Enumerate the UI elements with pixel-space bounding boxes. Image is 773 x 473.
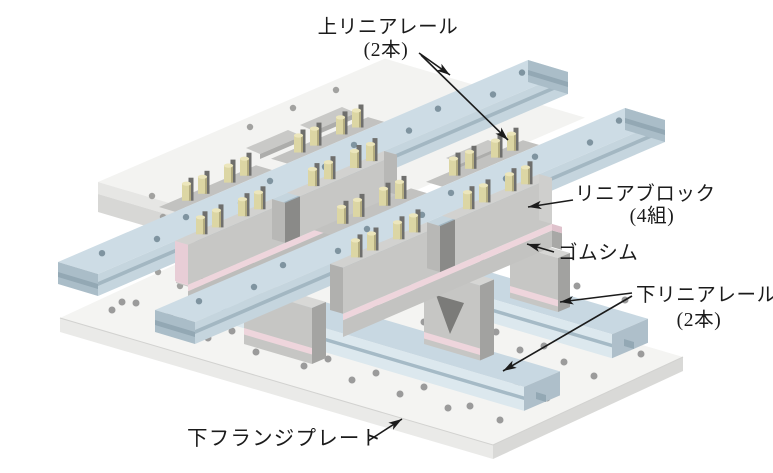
arrow-lower-rail-1 bbox=[559, 292, 633, 305]
arrow-upper-rail-2 bbox=[420, 54, 509, 141]
label-lower-linear-rail-count: (2本) bbox=[677, 309, 722, 331]
arrow-lower-flange-plate bbox=[367, 418, 403, 442]
label-rubber-shim: ゴムシム bbox=[558, 242, 638, 264]
label-lower-linear-rail: 下リニアレール bbox=[636, 285, 773, 306]
arrow-upper-rail-1 bbox=[418, 52, 451, 76]
linear-block-row2-back bbox=[314, 127, 539, 235]
arrow-linear-block bbox=[527, 199, 574, 210]
label-linear-block-count: (4組) bbox=[630, 205, 675, 227]
label-upper-linear-rail-count: (2本) bbox=[364, 39, 409, 61]
rubber-shim-row2 bbox=[343, 223, 552, 321]
arrow-lower-rail-2 bbox=[502, 295, 633, 372]
label-lower-flange-plate: 下フランジプレート bbox=[187, 428, 382, 450]
annotations: 上リニアレール (2本) リニアブロック (4組) ゴムシム 下リニアレール (… bbox=[187, 16, 773, 450]
label-upper-linear-rail: 上リニアレール bbox=[318, 16, 459, 38]
label-linear-block: リニアブロック bbox=[575, 182, 716, 205]
arrow-rubber-shim bbox=[526, 243, 555, 253]
linear-block-row1-back bbox=[159, 104, 384, 212]
